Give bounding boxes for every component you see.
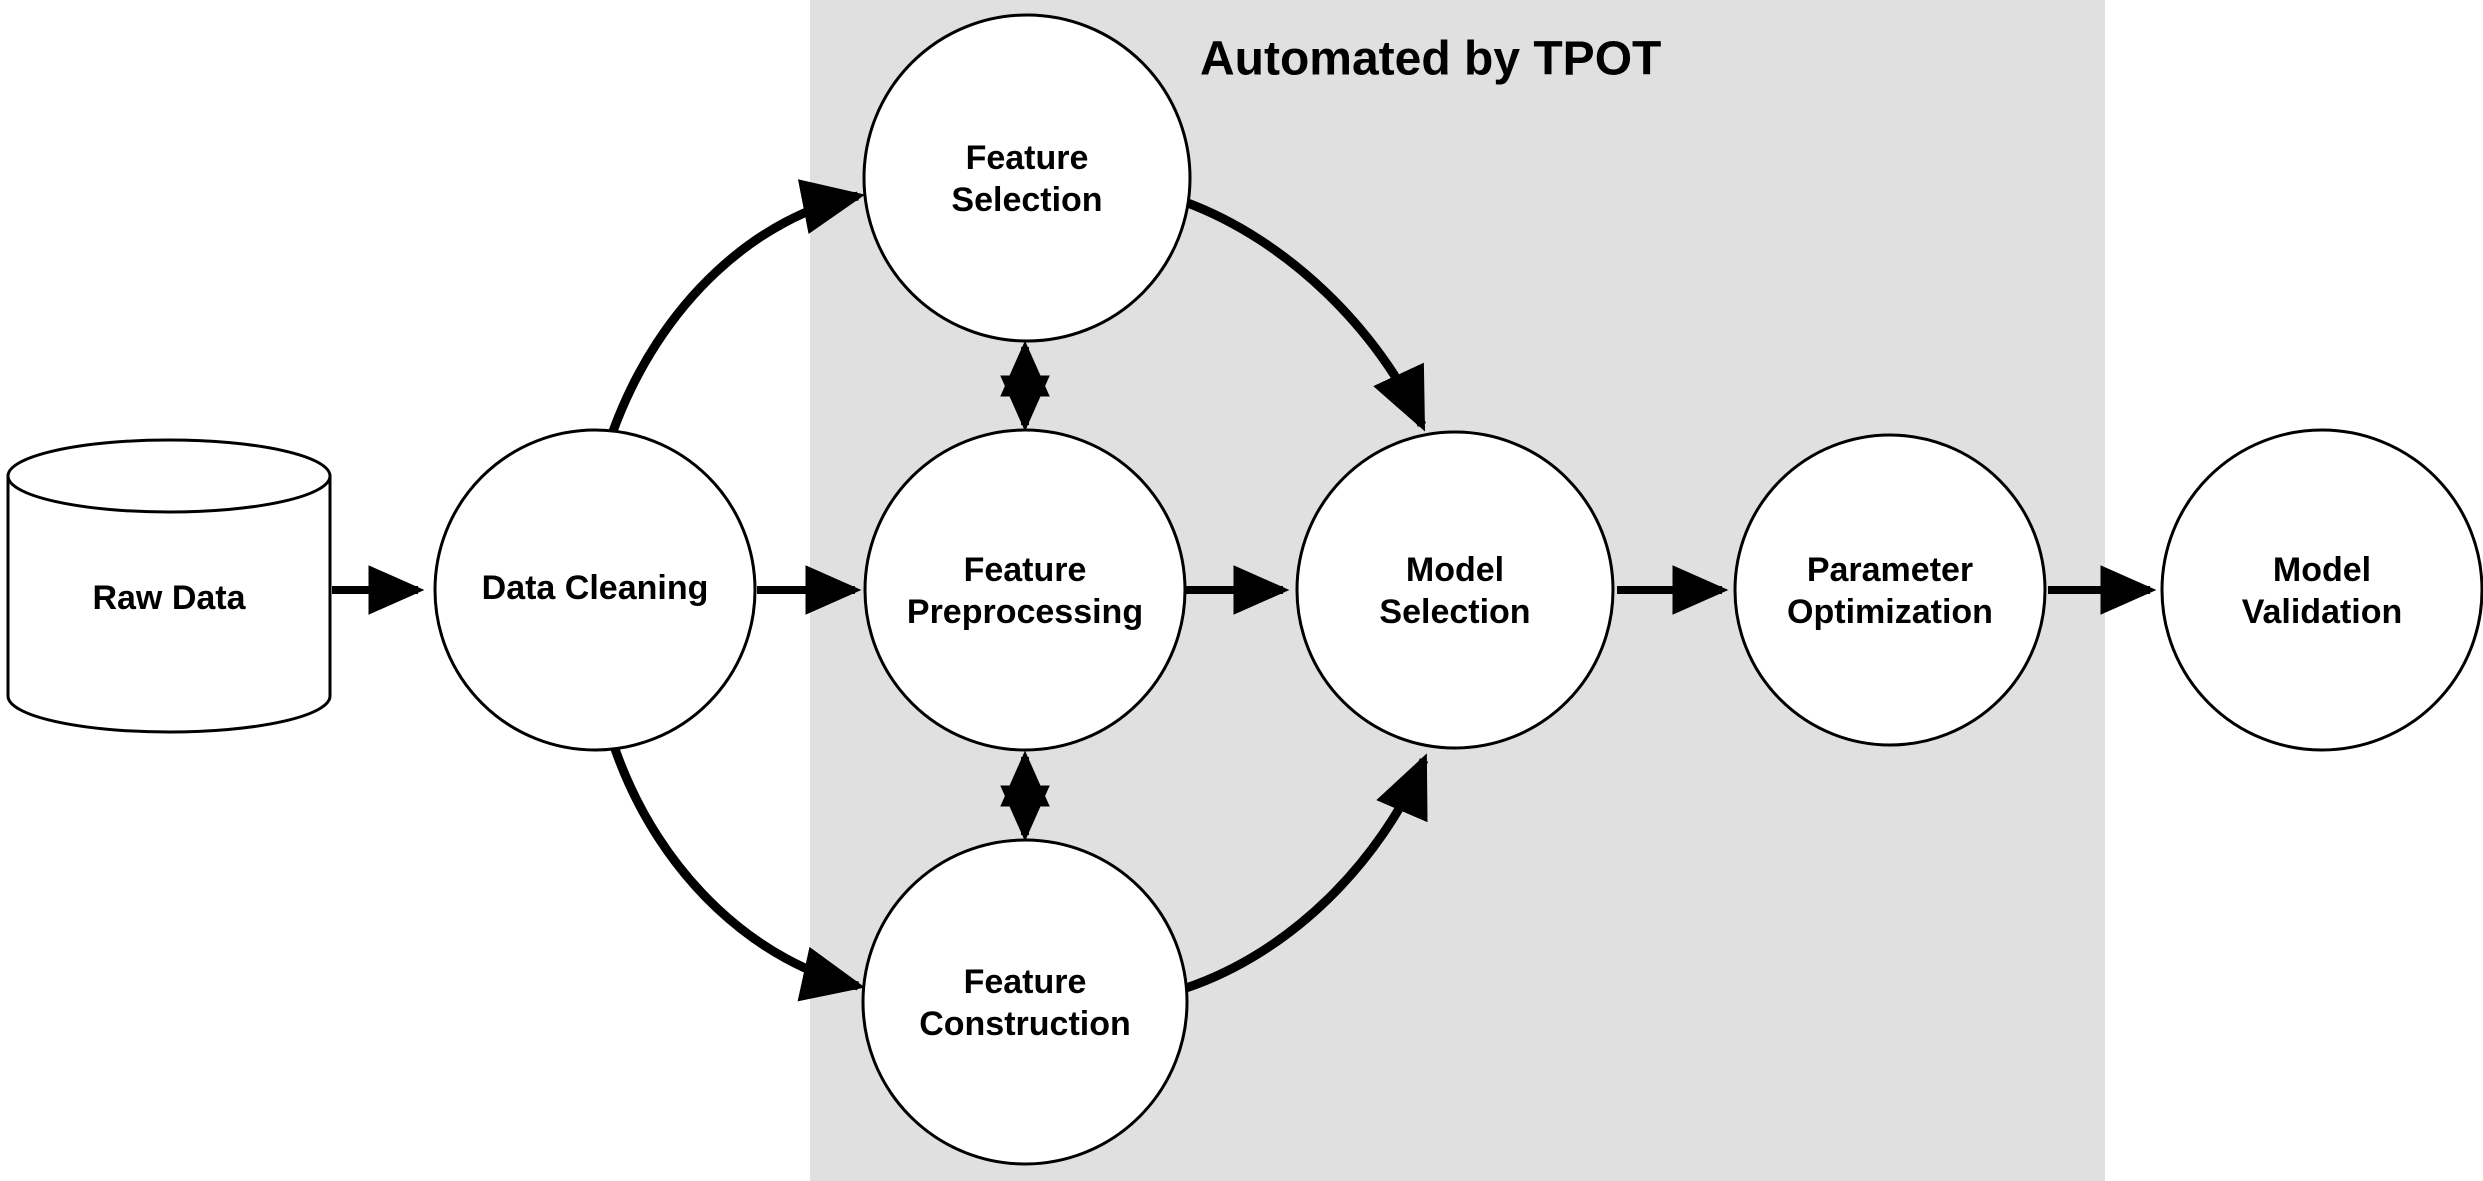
node-model-selection[interactable]: Model Selection — [1295, 430, 1615, 750]
node-label-raw-data: Raw Data — [92, 579, 246, 617]
node-label-feature-preprocessing-line1: Feature — [964, 551, 1087, 589]
node-circle — [861, 838, 1189, 1166]
node-label-feature-construction-line1: Feature — [964, 963, 1087, 1001]
node-label-data-cleaning: Data Cleaning — [482, 569, 709, 607]
node-circle — [862, 13, 1192, 343]
node-circle — [1295, 430, 1615, 750]
node-label-model-validation-line2: Validation — [2242, 593, 2403, 631]
cylinder-body — [6, 474, 332, 734]
node-feature-selection[interactable]: Feature Selection — [862, 13, 1192, 343]
node-raw-data[interactable]: Raw Data — [6, 438, 332, 734]
node-label-model-validation-line1: Model — [2273, 551, 2371, 589]
node-circle — [1733, 433, 2047, 747]
edge-data-cleaning-to-feature-selection — [607, 179, 866, 436]
node-feature-construction[interactable]: Feature Construction — [861, 838, 1189, 1166]
edge-feature-selection-to-model-selection — [1183, 197, 1427, 432]
node-label-parameter-optimization-line2: Optimization — [1787, 593, 1993, 631]
cylinder-top — [6, 438, 332, 514]
node-label-feature-preprocessing-line2: Preprocessing — [907, 593, 1143, 631]
node-parameter-optimization[interactable]: Parameter Optimization — [1733, 433, 2047, 747]
node-circle — [433, 428, 757, 752]
node-feature-preprocessing[interactable]: Feature Preprocessing — [863, 428, 1187, 752]
node-circle — [2160, 428, 2483, 752]
node-label-feature-construction-line2: Construction — [919, 1005, 1131, 1043]
edge-data-cleaning-to-feature-construction — [609, 744, 866, 1002]
node-label-feature-selection-line2: Selection — [951, 181, 1102, 219]
node-circle — [863, 428, 1187, 752]
node-label-feature-selection-line1: Feature — [966, 139, 1089, 177]
node-model-validation[interactable]: Model Validation — [2160, 428, 2483, 752]
edge-feature-construction-to-model-selection — [1184, 753, 1429, 993]
node-label-model-selection-line1: Model — [1406, 551, 1504, 589]
node-label-model-selection-line2: Selection — [1379, 593, 1530, 631]
panel-title: Automated by TPOT — [1200, 33, 1661, 86]
node-label-parameter-optimization-line1: Parameter — [1807, 551, 1973, 589]
node-data-cleaning[interactable]: Data Cleaning — [433, 428, 757, 752]
